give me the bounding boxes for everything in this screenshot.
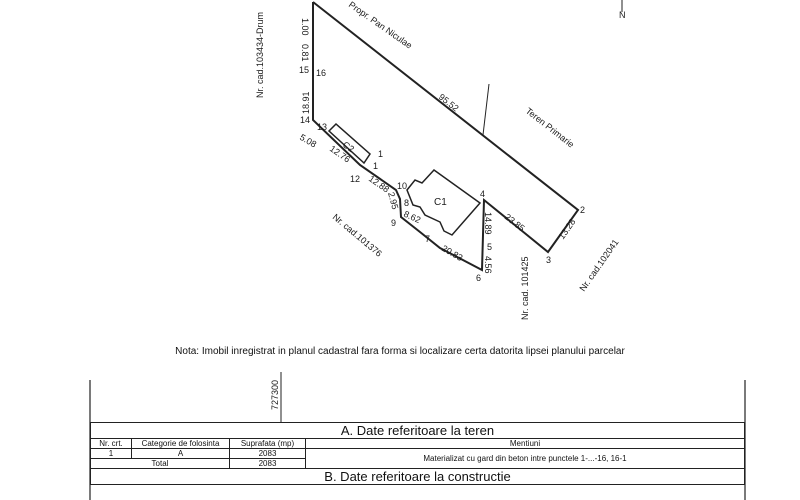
- distance-13-14: 5.08: [298, 132, 318, 149]
- point-1: 1: [373, 161, 378, 171]
- point-4: 4: [480, 189, 485, 199]
- distance-10-12: 12.88: [367, 173, 391, 194]
- point-6: 6: [476, 273, 481, 283]
- header-nr: Nr. crt.: [90, 438, 132, 449]
- building-c2: [327, 122, 371, 165]
- header-categorie: Categorie de folosinta: [131, 438, 230, 449]
- point-3: 3: [546, 255, 551, 265]
- land-data-table: A. Date referitoare la teren Nr. crt. Ca…: [90, 422, 745, 485]
- point-7: 7: [425, 234, 430, 244]
- point-12: 12: [350, 174, 360, 184]
- boundary-tick: [482, 83, 490, 136]
- north-label: N: [619, 10, 626, 20]
- neighbor-left: Nr. cad.103434-Drum: [255, 12, 265, 98]
- point-14: 14: [300, 115, 310, 125]
- cell-categorie: A: [131, 448, 230, 459]
- cell-nr: 1: [90, 448, 132, 459]
- grid-coordinate: 727300: [270, 380, 280, 410]
- point-2: 2: [580, 205, 585, 215]
- nota-text: Nota: Imobil inregistrat in planul cadas…: [175, 346, 625, 357]
- distance-6-7: 20.83: [440, 243, 465, 263]
- distance-2-3: 13.28: [556, 217, 577, 241]
- distance-15-16: 0.81: [300, 44, 310, 62]
- neighbor-right: Teren Primarie: [524, 106, 576, 150]
- header-mentiuni: Mentiuni: [305, 438, 745, 449]
- distance-4-5: 14.89: [483, 212, 493, 235]
- neighbor-bottom-right: Nr. cad.102041: [577, 237, 620, 293]
- building-c1: [406, 169, 482, 236]
- point-15: 15: [299, 65, 309, 75]
- point-16: 16: [316, 68, 326, 78]
- point-11: 1: [378, 149, 383, 159]
- point-9: 9: [391, 218, 396, 228]
- total-label: Total: [90, 458, 230, 469]
- point-5: 5: [487, 242, 492, 252]
- distance-5-6: 4.56: [483, 256, 493, 274]
- point-13: 13: [317, 122, 327, 132]
- section-a-title: A. Date referitoare la teren: [90, 422, 745, 439]
- table-row: 1 A 2083 Materializat cu gard din beton …: [90, 448, 745, 469]
- cell-mentiuni: Materializat cu gard din beton intre pun…: [305, 448, 745, 469]
- point-10: 10: [397, 181, 407, 191]
- distance-16-1: 1.00: [300, 18, 310, 36]
- cell-suprafata: 2083: [229, 448, 306, 459]
- neighbor-top: Propr. Pan Niculae: [347, 0, 414, 51]
- building-c1-label: C1: [434, 197, 447, 208]
- distance-9-10: 2.95: [386, 191, 400, 211]
- header-suprafata: Suprafata (mp): [229, 438, 306, 449]
- neighbor-bottom-left: Nr. cad.101376: [331, 212, 384, 259]
- parcel-boundary: [312, 1, 580, 272]
- section-b-title: B. Date referitoare la constructie: [90, 468, 745, 485]
- total-value: 2083: [229, 458, 306, 469]
- point-8: 8: [404, 198, 409, 208]
- distance-14-15: 18.91: [301, 91, 311, 114]
- distance-3-4: 23.85: [503, 212, 527, 234]
- distance-7-9: 8.62: [402, 209, 422, 225]
- neighbor-bottom-mid: Nr. cad. 101425: [520, 256, 530, 320]
